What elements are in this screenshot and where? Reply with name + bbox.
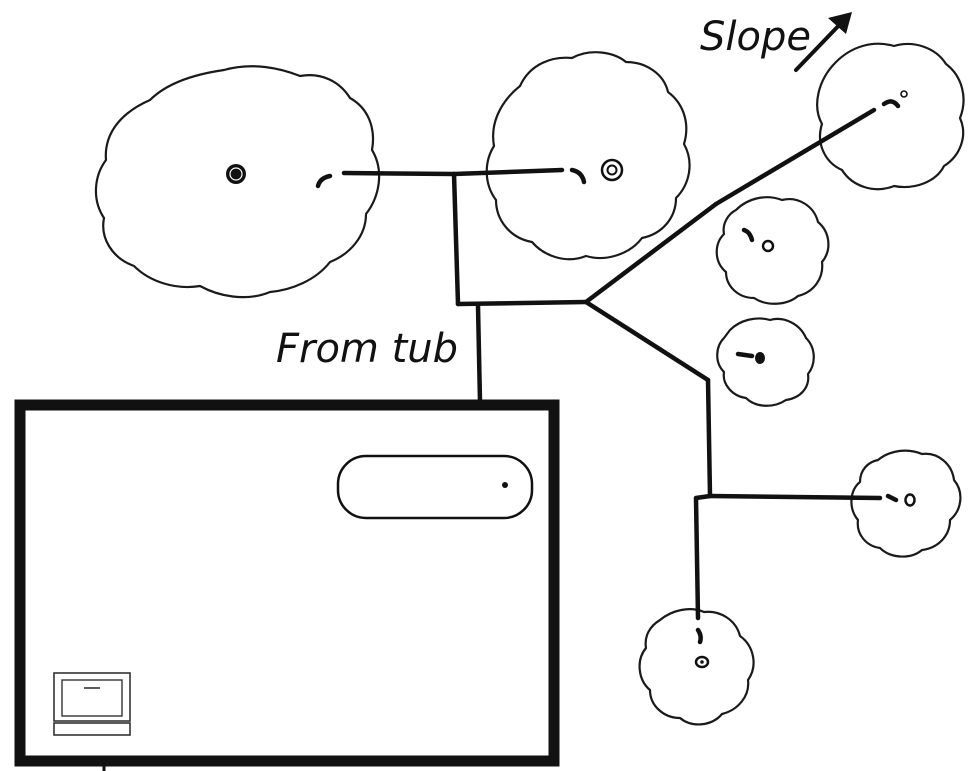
plant-trunks [226,90,916,669]
pipe-to-right-lower [707,493,883,501]
canopy-right-middle [716,317,815,407]
house [14,399,560,771]
house-walls [14,399,560,767]
trunk-bottom [694,655,710,669]
trunk-right-upper [761,239,775,253]
pipe-top-left-branch [341,170,457,177]
canopy-bottom [638,608,755,726]
canopy-large-left [94,65,381,299]
pipe-to-top-right [713,107,877,207]
trunk-large-left [226,164,246,184]
canopy-center-top [485,51,691,261]
trunk-top-right [900,90,908,98]
pipe-from-tub [475,303,483,405]
canopy-right-upper [715,196,830,305]
pipe-split-upper [583,201,719,305]
trunk-center-top [600,158,624,182]
pipe-outlets [315,99,901,645]
bathtub-icon [336,454,534,520]
pipe-trunk-down [705,377,713,499]
from-tub-label: From tub [276,326,458,372]
trunk-right-middle [755,352,765,364]
slope-arrow-icon [794,12,852,72]
pipe-split-lower [583,299,711,383]
pipe-main-horizontal [455,299,589,307]
canopy-top-right [816,42,965,191]
pipe-to-bottom [693,493,713,621]
plant-canopies [94,42,965,726]
laptop-icon [53,672,131,736]
pipe-up-to-top-tee [451,171,461,307]
drain-pipes [341,107,883,621]
slope-indicator: Slope [700,12,852,72]
trunk-right-lower [904,493,916,507]
canopy-right-lower [850,449,962,558]
slope-label: Slope [700,14,811,60]
pipe-top-right-branch [451,167,565,177]
